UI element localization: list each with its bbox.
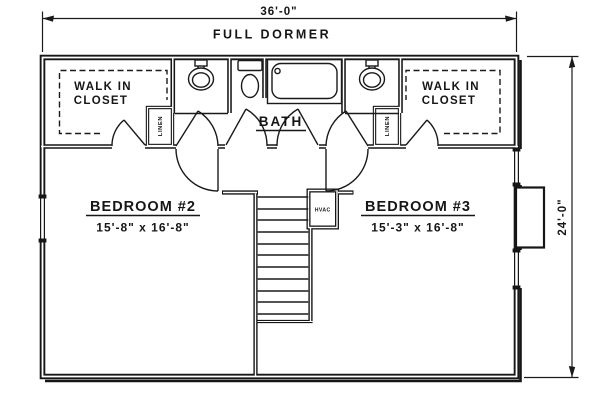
closet-right-label-line2: CLOSET [422, 95, 476, 107]
bath-fixtures [174, 58, 399, 115]
window-right-lower-cap-bottom [512, 285, 521, 290]
stair-treads [257, 196, 309, 315]
door-closet-left-leaf [123, 119, 146, 146]
sink-right-faucet [365, 59, 379, 67]
door-vestibule-right-arc [325, 110, 347, 147]
dimension-height-label: 24'-0" [557, 198, 569, 235]
bedroom3-label: BEDROOM #3 [365, 199, 471, 215]
window-left-blank [37, 196, 48, 241]
closet-right-shelf-dashed [405, 69, 501, 135]
toilet-icon [237, 59, 263, 99]
linen-right-label: LINEN [385, 116, 391, 136]
bedroom3-size: 15'-3" x 16'-8" [371, 221, 464, 235]
door-bedroom3 [325, 148, 369, 192]
dimension-arrow-bottom [568, 366, 576, 378]
bathtub-icon [266, 58, 343, 105]
stairs [257, 196, 309, 315]
door-vestibule-right [325, 110, 369, 147]
linen-right-inner [373, 106, 401, 147]
window-left-glass [40, 198, 45, 239]
door-closet-left-arc [111, 119, 125, 147]
dimension-arrow-left [42, 15, 54, 22]
bathtub-inner [271, 62, 338, 100]
hvac-label: HVAC [315, 208, 331, 214]
sink-right-icon [358, 59, 386, 91]
window-left-cap-bottom [38, 238, 47, 243]
sink-right-bowl [362, 72, 382, 88]
door-vestibule-left-arc [197, 110, 219, 147]
door-bedroom2 [175, 148, 219, 192]
sink-left-faucet [194, 59, 208, 67]
window-left-cap-top [38, 194, 47, 199]
dimension-arrow-top [568, 56, 576, 68]
linen-left-label: LINEN [158, 116, 164, 136]
window-right-lower-glass [514, 252, 519, 286]
closet-shelving [58, 69, 501, 135]
sink-right-taps [368, 66, 376, 69]
door-bath-right-leaf [297, 108, 319, 146]
dimension-top [41, 11, 518, 52]
linen-left-inner [146, 106, 174, 147]
door-closet-right-arc [426, 119, 439, 147]
bath-label: BATH [259, 114, 304, 129]
dimension-width-label: 36'-0" [260, 6, 297, 18]
bedroom2-size: 15'-8" x 16'-8" [96, 221, 189, 235]
chimney [514, 186, 546, 249]
bathtub-drain [274, 67, 281, 75]
closet-right-label-line1: WALK IN [422, 81, 480, 93]
door-bath-right-arc [276, 108, 299, 147]
windows [37, 147, 546, 290]
window-right-upper-cap-top [512, 147, 521, 152]
toilet-tank [237, 59, 263, 72]
door-vestibule-left [175, 110, 219, 147]
door-bath-left [225, 108, 268, 147]
door-swings [111, 108, 439, 192]
bath-partition-inner [172, 57, 402, 113]
door-vestibule-left-leaf [175, 110, 199, 147]
door-bath-right [276, 108, 319, 147]
door-bedroom2-arc [175, 148, 219, 192]
sink-left-taps [197, 66, 205, 69]
bedroom2-label: BEDROOM #2 [90, 199, 196, 215]
window-right-upper-cap-bottom [512, 182, 521, 187]
dimension-right [524, 55, 579, 379]
sink-left-icon [187, 59, 215, 91]
dimension-arrow-right [505, 15, 517, 22]
door-closet-left [111, 119, 146, 147]
walls-white-inner [41, 56, 518, 378]
sink-right-outer [358, 67, 386, 91]
closet-left-label-line2: CLOSET [74, 95, 128, 107]
window-right-upper-blank [511, 149, 522, 185]
closet-left-label-line1: WALK IN [74, 81, 132, 93]
door-bath-left-arc [245, 108, 268, 147]
door-closet-right-leaf [405, 119, 428, 146]
sink-left-bowl [191, 72, 211, 88]
window-right-lower-cap-top [512, 248, 521, 253]
exterior-wall-inner [41, 56, 518, 378]
door-vestibule-right-leaf [345, 110, 369, 147]
stairwell-walls-inner [223, 191, 353, 376]
toilet-bowl [240, 73, 260, 99]
door-closet-right [405, 119, 439, 147]
dormer-label: FULL DORMER [213, 28, 331, 42]
door-bedroom3-arc [325, 148, 369, 192]
window-right-upper-glass [514, 151, 519, 183]
bathtub-outer [266, 58, 343, 105]
sink-left-outer [187, 67, 215, 91]
door-bath-left-leaf [225, 108, 247, 146]
window-right-lower-blank [511, 250, 522, 288]
closet-left-shelf-dashed [58, 69, 168, 135]
hvac-inner [307, 189, 338, 229]
